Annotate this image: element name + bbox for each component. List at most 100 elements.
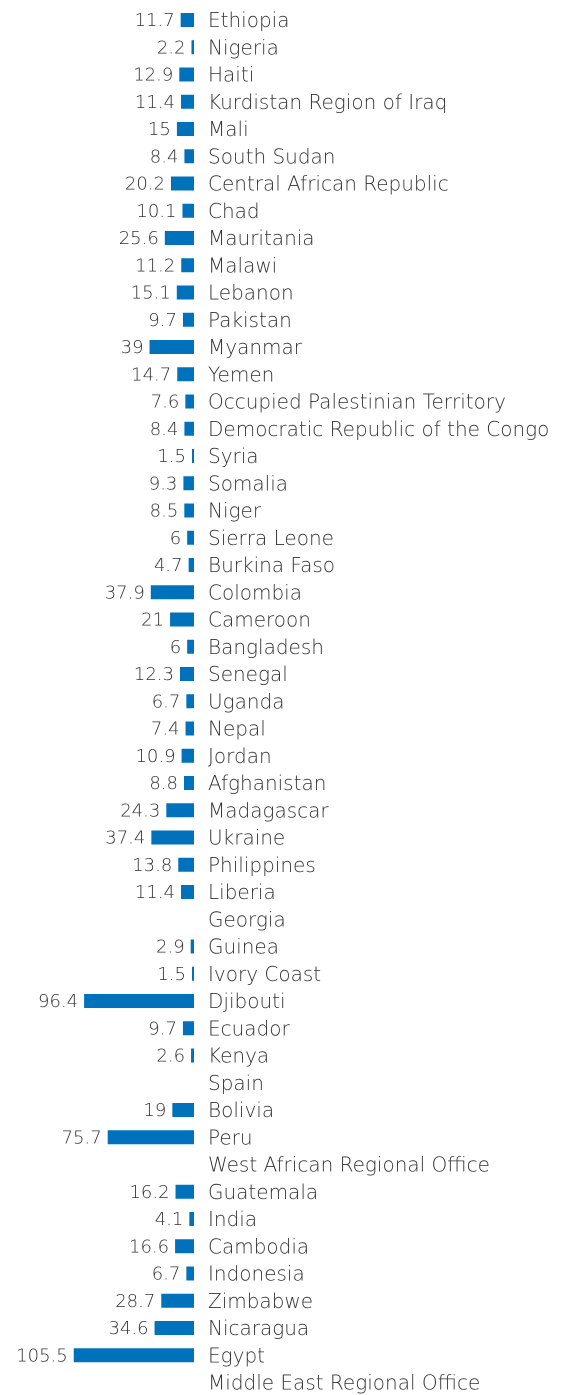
category-label: Central African Republic (208, 172, 449, 196)
category-label: Guatemala (208, 1180, 318, 1204)
value-label: 20.2 (125, 174, 165, 195)
value-label: 7.4 (151, 719, 180, 740)
bar (73, 1348, 194, 1363)
value-label: 21 (141, 610, 164, 631)
bar (191, 1048, 194, 1063)
bar (161, 1293, 194, 1308)
category-label: Chad (208, 199, 260, 223)
value-label: 96.4 (38, 991, 78, 1012)
category-label: Ethiopia (208, 8, 289, 32)
bar (178, 857, 194, 872)
value-label: 16.6 (129, 1236, 169, 1257)
category-label: Occupied Palestinian Territory (208, 390, 506, 414)
category-label: Sierra Leone (208, 526, 334, 550)
category-label: Nigeria (208, 35, 279, 59)
bar (175, 1184, 194, 1199)
bar (179, 667, 194, 681)
value-label: 1.5 (157, 964, 186, 985)
category-label: Kenya (208, 1044, 269, 1068)
bar (184, 421, 194, 436)
value-label: 1.5 (157, 446, 186, 467)
bar (182, 203, 194, 218)
value-label: 11.7 (135, 10, 175, 31)
value-label: 2.6 (156, 1046, 185, 1067)
category-label: Ivory Coast (208, 962, 321, 986)
category-label: Somalia (208, 471, 288, 495)
category-label: Bangladesh (208, 635, 324, 659)
category-label: Nepal (208, 717, 266, 741)
value-label: 8.8 (149, 773, 178, 794)
category-label: Kurdistan Region of Iraq (208, 90, 447, 114)
category-label: Georgia (208, 907, 286, 931)
category-label: Cameroon (208, 608, 311, 632)
category-label: Uganda (208, 689, 285, 713)
bar (177, 367, 194, 382)
value-label: 15.1 (131, 283, 171, 304)
value-label: 11.4 (135, 92, 175, 113)
category-label: Nicaragua (208, 1316, 309, 1340)
bar (154, 1321, 194, 1335)
bar (185, 721, 194, 736)
category-label: Democratic Republic of the Congo (208, 417, 549, 441)
bar (170, 176, 194, 191)
category-label: Burkina Faso (208, 553, 335, 577)
category-label: Peru (208, 1125, 253, 1149)
category-label: Afghanistan (208, 771, 326, 795)
value-label: 34.6 (108, 1318, 148, 1339)
value-label: 6.7 (152, 691, 181, 712)
category-label: Madagascar (208, 798, 329, 822)
value-label: 10.1 (136, 201, 176, 222)
bar (84, 994, 194, 1008)
bar (166, 803, 194, 818)
bar (164, 231, 194, 245)
bar (186, 694, 194, 709)
bar (182, 312, 194, 327)
category-label: Indonesia (208, 1262, 305, 1286)
bar (182, 1021, 194, 1036)
bar (151, 830, 194, 845)
bar (149, 340, 194, 354)
bar (189, 1212, 194, 1226)
category-label: Middle East Regional Office (208, 1371, 480, 1395)
bar (176, 122, 194, 136)
value-label: 9.7 (148, 310, 177, 331)
bar (186, 1266, 194, 1281)
value-label: 2.2 (157, 37, 186, 58)
bar (184, 149, 194, 164)
bar (107, 1130, 194, 1145)
value-label: 28.7 (115, 1291, 155, 1312)
value-label: 11.4 (135, 882, 175, 903)
category-label: Yemen (208, 362, 274, 386)
category-label: South Sudan (208, 144, 335, 168)
value-label: 25.6 (119, 228, 159, 249)
value-label: 8.4 (150, 419, 179, 440)
category-label: Ukraine (208, 826, 285, 850)
value-label: 8.4 (150, 146, 179, 167)
value-label: 37.9 (105, 582, 145, 603)
category-label: Djibouti (208, 989, 286, 1013)
bar (172, 1103, 194, 1117)
value-label: 37.4 (105, 828, 145, 849)
value-label: 12.3 (134, 664, 174, 685)
bar (185, 394, 194, 409)
value-label: 9.7 (148, 1018, 177, 1039)
category-label: Myanmar (208, 335, 303, 359)
category-label: Colombia (208, 580, 302, 604)
bar (187, 530, 194, 545)
value-label: 10.9 (135, 746, 175, 767)
bar (187, 639, 194, 654)
category-label: Niger (208, 499, 262, 523)
value-label: 13.8 (132, 855, 172, 876)
value-label: 11.2 (135, 255, 175, 276)
value-label: 14.7 (131, 364, 171, 385)
value-label: 6.7 (152, 1264, 181, 1285)
category-label: Egypt (208, 1343, 265, 1367)
bar (191, 40, 194, 55)
category-label: Liberia (208, 880, 276, 904)
value-label: 39 (121, 337, 144, 358)
value-label: 16.2 (129, 1182, 169, 1203)
category-label: West African Regional Office (208, 1153, 490, 1177)
bar (184, 503, 194, 518)
bar (192, 449, 194, 463)
